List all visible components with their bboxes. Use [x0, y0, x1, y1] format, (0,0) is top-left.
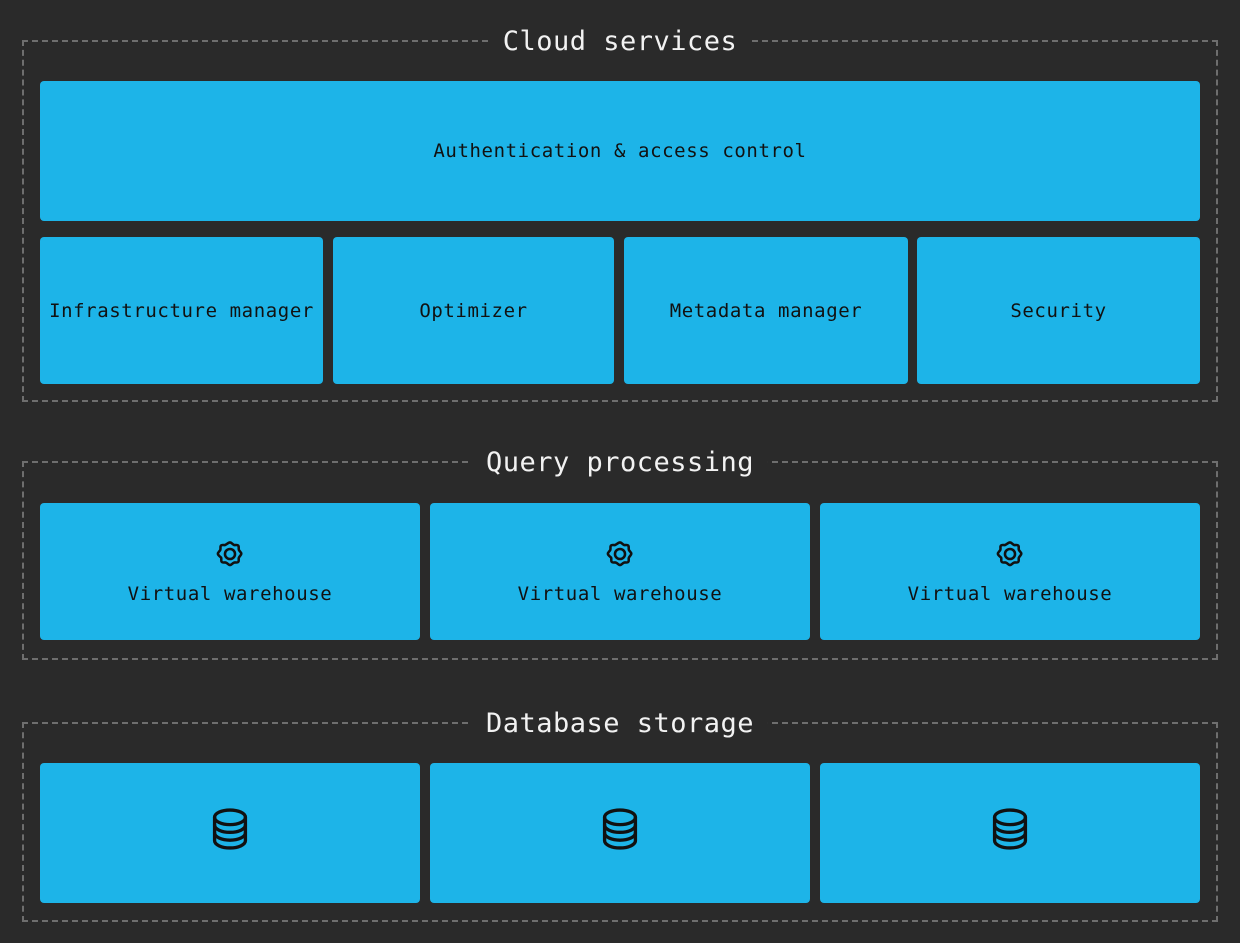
node-database-storage-2[interactable]: [430, 763, 810, 903]
node-label: Virtual warehouse: [517, 583, 723, 605]
group-database-storage: Database storage: [22, 710, 1218, 922]
node-security[interactable]: Security: [917, 237, 1200, 384]
database-icon: [595, 804, 645, 854]
node-infrastructure-manager[interactable]: Infrastructure manager: [40, 237, 323, 384]
node-virtual-warehouse-2[interactable]: Virtual warehouse: [430, 503, 810, 640]
database-icon: [985, 804, 1035, 854]
group-cloud-services: Cloud services: [22, 28, 1218, 402]
node-authentication-access-control[interactable]: Authentication & access control: [40, 81, 1200, 221]
node-label: Virtual warehouse: [127, 583, 333, 605]
gear-icon: [212, 536, 248, 572]
node-optimizer[interactable]: Optimizer: [333, 237, 614, 384]
gear-icon: [992, 536, 1028, 572]
group-query-processing: Query processing: [22, 449, 1218, 660]
gear-icon: [602, 536, 638, 572]
database-icon: [205, 804, 255, 854]
node-label: Authentication & access control: [433, 140, 807, 162]
node-label: Security: [1010, 299, 1107, 322]
node-database-storage-3[interactable]: [820, 763, 1200, 903]
node-metadata-manager[interactable]: Metadata manager: [624, 237, 908, 384]
node-label: Virtual warehouse: [907, 583, 1113, 605]
node-label: Metadata manager: [669, 299, 863, 322]
group-title-query-processing: Query processing: [471, 449, 769, 477]
node-virtual-warehouse-3[interactable]: Virtual warehouse: [820, 503, 1200, 640]
group-title-cloud-services: Cloud services: [488, 28, 752, 56]
node-label: Infrastructure manager: [49, 299, 314, 322]
node-virtual-warehouse-1[interactable]: Virtual warehouse: [40, 503, 420, 640]
node-label: Optimizer: [419, 299, 528, 322]
group-title-database-storage: Database storage: [471, 710, 769, 738]
node-database-storage-1[interactable]: [40, 763, 420, 903]
